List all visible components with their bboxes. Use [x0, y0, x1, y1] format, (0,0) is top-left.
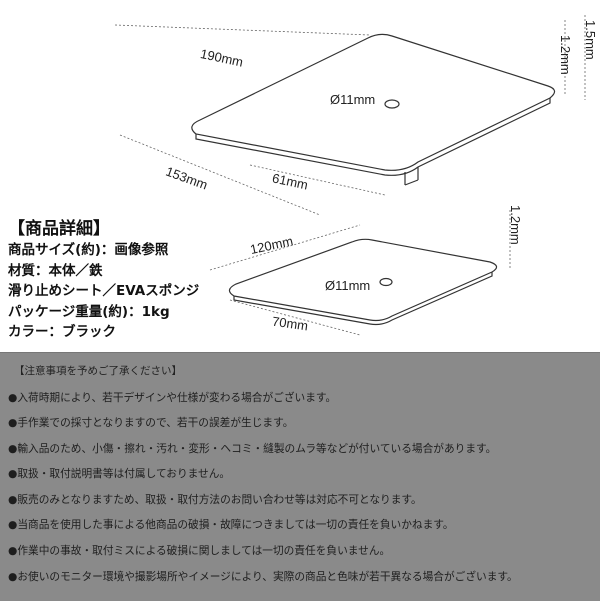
spec-size: 商品サイズ(約)：画像参照	[8, 242, 169, 258]
product-specs: 【商品詳細】 商品サイズ(約)：画像参照 材質：本体／鉄 滑り止めシート／EVA…	[8, 218, 199, 343]
small-plate-dimension-lines	[209, 210, 511, 336]
note-item: ●お使いのモニター環境や撮影場所やイメージにより、実際の商品と色味が若干異なる場…	[8, 570, 518, 583]
spec-material: 材質：本体／鉄	[8, 262, 103, 279]
large-plate	[191, 33, 556, 186]
note-item: ●入荷時期により、若干デザインや仕様が変わる場合がございます。	[8, 391, 337, 404]
dim-hole-large: Ø11mm	[330, 92, 375, 107]
note-item: ●販売のみとなりますため、取扱・取付方法のお問い合わせ等は対応不可となります。	[8, 493, 422, 506]
dim-70mm: 70mm	[271, 314, 309, 334]
dim-1-2mm-small: 1.2mm	[508, 205, 523, 245]
note-item: ●当商品を使用した事による他商品の破損・故障につきましては一切の責任を負いかねま…	[8, 518, 454, 531]
notes-title: 【注意事項を予めご了承ください】	[14, 365, 182, 377]
spec-weight: パッケージ重量(約)：1kg	[8, 303, 170, 320]
dim-120mm: 120mm	[249, 233, 295, 257]
specs-title: 【商品詳細】	[8, 219, 110, 239]
note-item: ●輸入品のため、小傷・擦れ・汚れ・変形・ヘコミ・縫製のムラ等などが付いている場合…	[8, 442, 497, 455]
small-plate	[228, 238, 498, 326]
dim-1-5mm: 1.5mm	[583, 20, 598, 60]
large-plate-hole	[384, 99, 400, 109]
dim-hole-small: Ø11mm	[325, 278, 370, 293]
spec-color: カラー：ブラック	[8, 324, 116, 340]
spec-sheet: 滑り止めシート／EVAスポンジ	[8, 283, 200, 299]
note-item: ●手作業での採寸となりますので、若干の誤差が生じます。	[8, 416, 294, 429]
dim-1-2mm-large: 1.2mm	[558, 35, 573, 75]
small-plate-hole	[379, 277, 393, 287]
dim-190mm: 190mm	[199, 46, 245, 70]
large-plate-dimension-lines	[114, 15, 586, 216]
product-dimension-diagram: 190mm 153mm 61mm Ø11mm 1.5mm 1.2mm 120mm…	[114, 15, 598, 336]
note-item: ●作業中の事故・取付ミスによる破損に関しましては一切の責任を負いません。	[8, 544, 391, 557]
note-item: ●取扱・取付説明書等は付属しておりません。	[8, 467, 231, 480]
dim-61mm: 61mm	[271, 170, 309, 192]
notes-panel: 【注意事項を予めご了承ください】 ●入荷時期により、若干デザインや仕様が変わる場…	[0, 352, 600, 601]
